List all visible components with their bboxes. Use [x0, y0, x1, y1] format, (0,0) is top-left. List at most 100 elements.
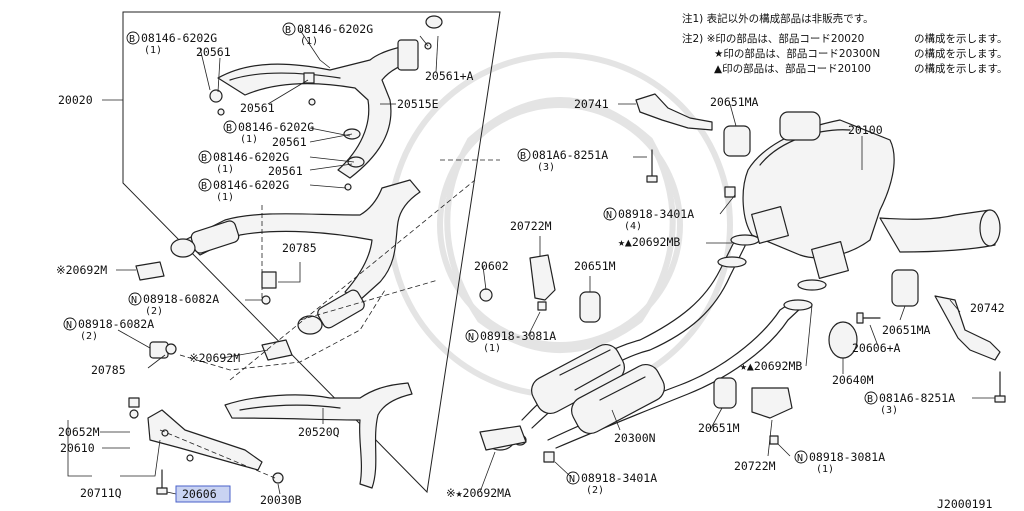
label-20100[interactable]: 20100	[848, 123, 883, 137]
callout-bolt-3[interactable]: B 08146-6202G (1)	[223, 120, 314, 145]
label-20652m[interactable]: 20652M	[58, 425, 100, 439]
label-20651ma-a[interactable]: 20651MA	[710, 95, 759, 109]
bolt-081a6-8251a-upper[interactable]	[646, 149, 658, 183]
label-20651m-b[interactable]: 20651M	[698, 421, 740, 435]
hanger-rubber-20651ma-upper[interactable]	[723, 125, 751, 157]
bolt-20606pa[interactable]	[856, 312, 881, 324]
nut-08918-3401a-lower[interactable]	[543, 451, 555, 463]
label-20020[interactable]: 20020	[58, 93, 93, 107]
assembly-frame-20020	[122, 11, 501, 494]
label-bolt-1-qty: (1)	[144, 45, 162, 56]
bracket-20722m-upper[interactable]	[529, 254, 556, 301]
callout-bolt-2[interactable]: B 08146-6202G (1)	[282, 22, 373, 47]
label-20651m-a[interactable]: 20651M	[574, 259, 616, 273]
label-20606pa[interactable]: 20606+A	[852, 341, 901, 355]
callout-nut-6[interactable]: N 08918-3401A (2)	[566, 471, 657, 496]
clamp-20785-lower[interactable]	[149, 341, 177, 359]
label-bolt-1-code: 08146-6202G	[141, 31, 217, 45]
gasket-20692mb-lower[interactable]	[783, 279, 827, 311]
label-20640m[interactable]: 20640M	[832, 373, 874, 387]
label-20722m-a[interactable]: 20722M	[510, 219, 552, 233]
label-20561-b[interactable]: 20561	[240, 101, 275, 115]
gasket-20692m-center[interactable]	[261, 339, 293, 361]
label-20610[interactable]: 20610	[60, 441, 95, 455]
bolt-symbol: B	[285, 25, 291, 36]
label-nut-4-qty: (1)	[483, 343, 501, 354]
label-20722m-b[interactable]: 20722M	[734, 459, 776, 473]
gasket-20692m-left[interactable]	[135, 261, 165, 281]
bracket-20711q[interactable]	[147, 409, 263, 471]
dashed-guide-2	[229, 179, 476, 381]
label-20606-highlighted[interactable]: 20606	[175, 485, 231, 503]
nut-20652m[interactable]	[129, 409, 139, 419]
callout-nut-1[interactable]: N 08918-6082A (2)	[128, 292, 219, 317]
callout-nut-3[interactable]: N 08918-3401A (4)	[603, 207, 694, 232]
muffler-20100[interactable]	[742, 111, 1001, 279]
bolt-symbol: B	[867, 394, 873, 405]
nut-symbol: N	[468, 332, 474, 343]
nut-08918-3081a-lower[interactable]	[769, 435, 779, 445]
heat-shield-20520q[interactable]	[224, 382, 413, 489]
diagram-id: J2000191	[937, 497, 992, 511]
callout-nut-4[interactable]: N 08918-3081A (1)	[465, 329, 556, 354]
label-bolt-2-qty: (1)	[300, 36, 318, 47]
callout-nut-2[interactable]: N 08918-6082A (2)	[63, 317, 154, 342]
rubber-20610[interactable]	[128, 397, 140, 408]
label-nut-2-code: 08918-6082A	[78, 317, 154, 331]
dashed-guide-5	[159, 429, 276, 479]
label-20561pa[interactable]: 20561+A	[425, 69, 474, 83]
nut-20602[interactable]	[479, 288, 493, 302]
label-20300n[interactable]: 20300N	[614, 431, 656, 445]
front-tube-with-catalysts[interactable]	[170, 179, 421, 335]
bolt-20606-left[interactable]	[156, 469, 168, 495]
label-bolt-7-qty: (3)	[880, 405, 898, 416]
gasket-20692ma[interactable]	[479, 425, 527, 451]
nut-08918-3081a-upper[interactable]	[537, 301, 547, 311]
note-line-4b: の構成を示します。	[914, 62, 1007, 75]
label-20692ma[interactable]: ※★20692MA	[446, 486, 511, 500]
hanger-rubber-20651m-upper[interactable]	[579, 291, 601, 323]
callout-nut-5[interactable]: N 08918-3081A (1)	[794, 450, 885, 475]
callout-bolt-4[interactable]: B 08146-6202G (1)	[198, 150, 289, 175]
label-20692mb-a[interactable]: ★▲20692MB	[618, 235, 680, 249]
label-20785-b[interactable]: 20785	[91, 363, 126, 377]
nut-symbol: N	[606, 210, 612, 221]
clamp-20785-upper[interactable]	[261, 271, 277, 305]
label-20651ma-b[interactable]: 20651MA	[882, 323, 931, 337]
label-bolt-3-code: 08146-6202G	[238, 120, 314, 134]
label-20742[interactable]: 20742	[970, 301, 1005, 315]
label-20692mb-b[interactable]: ★▲20692MB	[740, 359, 802, 373]
label-20692m-a[interactable]: ※20692M	[56, 263, 107, 277]
label-20561-c[interactable]: 20561	[272, 135, 307, 149]
bracket-20722m-lower[interactable]	[751, 387, 793, 419]
label-20515e[interactable]: 20515E	[397, 97, 439, 111]
label-20561-d[interactable]: 20561	[268, 164, 303, 178]
label-20741[interactable]: 20741	[574, 97, 609, 111]
bolt-081a6-8251a-lower[interactable]	[994, 371, 1006, 403]
gasket-20692mb-upper[interactable]	[717, 234, 760, 268]
callout-bolt-1[interactable]: B 08146-6202G (1)	[126, 31, 217, 56]
bracket-20741[interactable]	[635, 93, 713, 131]
note-line-4a: ▲印の部品は、部品コード20100	[714, 62, 871, 75]
nut-08918-3401a-upper[interactable]	[724, 186, 736, 198]
nut-symbol: N	[569, 474, 575, 485]
clamp-20561-set[interactable]	[209, 15, 443, 191]
label-20030b[interactable]: 20030B	[260, 493, 302, 507]
label-20561-a[interactable]: 20561	[196, 45, 231, 59]
label-20520q[interactable]: 20520Q	[298, 425, 340, 439]
label-20692m-b[interactable]: ※20692M	[189, 351, 240, 365]
pipe-20515e[interactable]	[217, 39, 419, 179]
center-pipe-20300n[interactable]	[485, 239, 804, 451]
note-line-1: 注1) 表記以外の構成部品は非販売です。	[682, 12, 874, 25]
label-bolt-4-qty: (1)	[216, 164, 234, 175]
label-20785-a[interactable]: 20785	[282, 241, 317, 255]
nut-20030b[interactable]	[272, 472, 284, 484]
callout-bolt-6[interactable]: B 081A6-8251A (3)	[517, 148, 608, 173]
bolt-symbol: B	[201, 153, 207, 164]
callout-bolt-5[interactable]: B 08146-6202G (1)	[198, 178, 289, 203]
callout-bolt-7[interactable]: B 081A6-8251A (3)	[864, 391, 955, 416]
hanger-rubber-20651ma-lower[interactable]	[891, 269, 919, 307]
hanger-rubber-20651m-lower[interactable]	[713, 377, 737, 409]
label-20711q[interactable]: 20711Q	[80, 486, 122, 500]
label-20602[interactable]: 20602	[474, 259, 509, 273]
